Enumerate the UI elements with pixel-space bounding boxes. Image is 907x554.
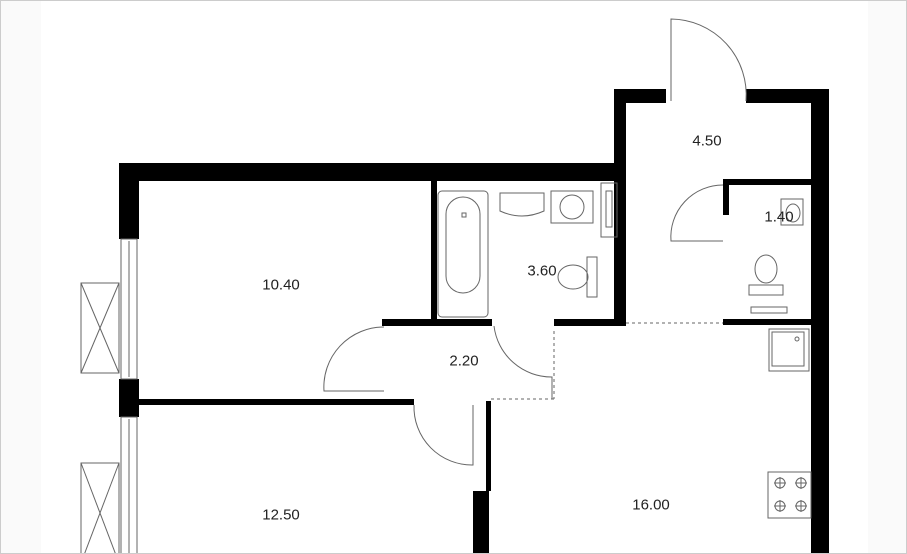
- balcony-2: [80, 462, 120, 553]
- room-area-bedroom-2: 12.50: [262, 506, 300, 524]
- entry-top-wall-right: [746, 89, 829, 103]
- top-wall: [119, 163, 626, 181]
- left-margin: [1, 1, 41, 553]
- room-area-bathroom: 3.60: [527, 262, 557, 280]
- bedroom-divider-wall: [139, 399, 414, 405]
- bath-left-wall: [431, 181, 437, 321]
- right-outer-wall: [811, 89, 829, 553]
- left-wall-upper: [119, 163, 139, 239]
- entry-left-wall: [614, 89, 626, 326]
- room-area-wc: 1.40: [764, 208, 794, 226]
- walls: [119, 89, 829, 553]
- kitchen-left-wall-thin: [486, 401, 491, 491]
- room-area-kitchen: 16.00: [632, 496, 670, 514]
- wc-left-wall: [723, 179, 729, 215]
- hall-top-wall: [382, 319, 492, 326]
- room-area-entrance: 4.50: [692, 132, 722, 150]
- bath-bottom-wall: [554, 319, 626, 326]
- entry-top-wall-left: [614, 89, 666, 103]
- kitchen-left-wall: [473, 491, 489, 553]
- fixtures: [80, 18, 812, 553]
- wc-top-wall: [723, 179, 813, 185]
- room-area-hallway: 2.20: [449, 352, 479, 370]
- room-area-bedroom-1: 10.40: [262, 276, 300, 294]
- wc-bottom-wall: [723, 319, 813, 325]
- right-margin: [868, 1, 906, 553]
- balcony-1: [80, 282, 120, 374]
- left-pillar: [119, 379, 139, 417]
